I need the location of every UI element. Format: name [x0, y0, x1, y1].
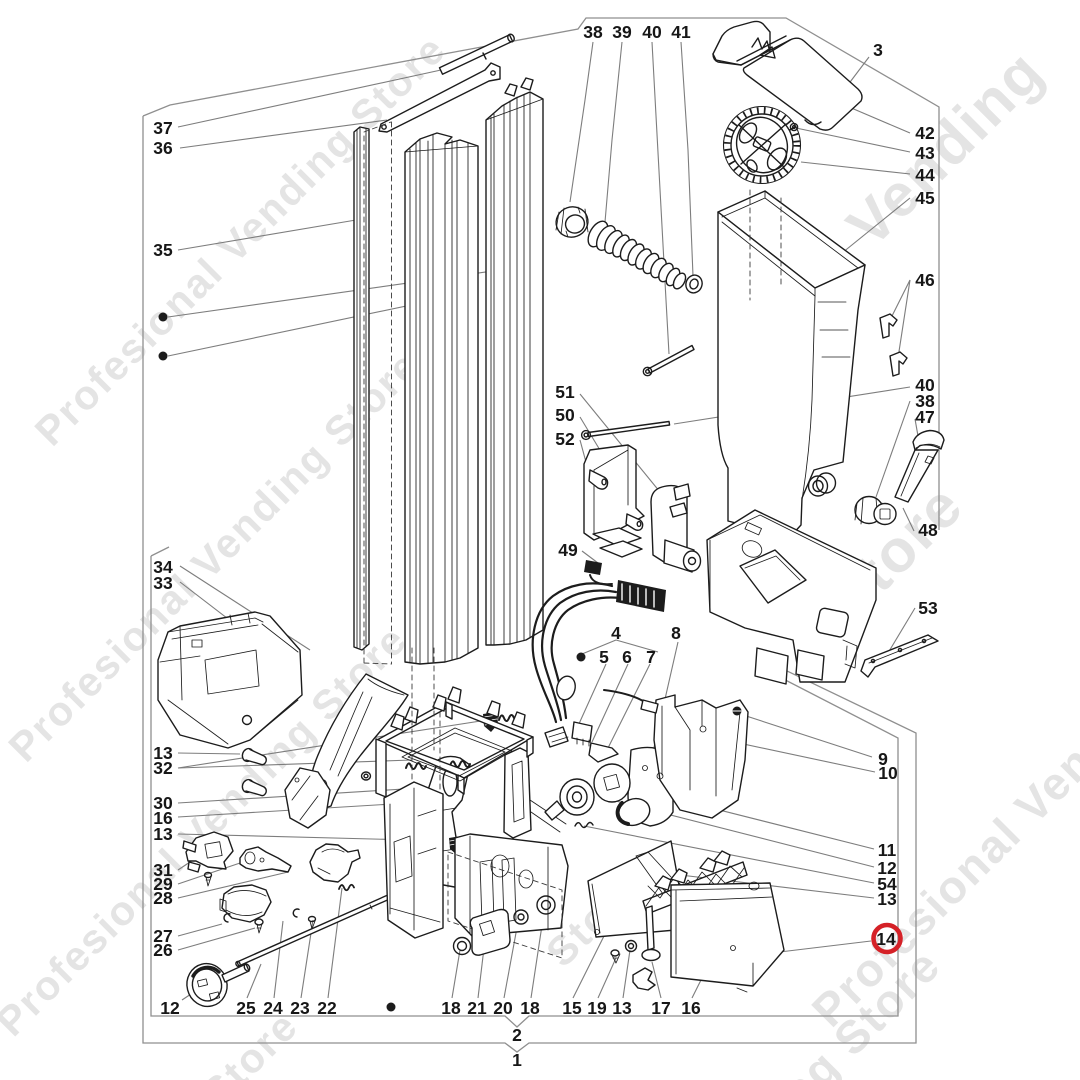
svg-text:32: 32	[153, 758, 173, 778]
svg-text:9: 9	[878, 749, 888, 769]
svg-text:22: 22	[317, 998, 337, 1018]
svg-text:8: 8	[671, 623, 681, 643]
svg-text:46: 46	[915, 270, 935, 290]
svg-text:12: 12	[877, 858, 897, 878]
svg-text:19: 19	[587, 998, 607, 1018]
svg-text:38: 38	[583, 22, 603, 42]
svg-text:33: 33	[153, 573, 173, 593]
svg-text:14: 14	[876, 929, 896, 949]
svg-text:6: 6	[622, 647, 632, 667]
svg-text:41: 41	[671, 22, 691, 42]
svg-text:29: 29	[153, 874, 173, 894]
svg-text:50: 50	[555, 405, 575, 425]
svg-text:12: 12	[160, 998, 180, 1018]
svg-text:20: 20	[493, 998, 513, 1018]
svg-text:49: 49	[558, 540, 578, 560]
svg-text:23: 23	[290, 998, 310, 1018]
svg-text:1: 1	[512, 1050, 522, 1070]
svg-text:30: 30	[153, 793, 173, 813]
svg-text:16: 16	[681, 998, 701, 1018]
svg-text:25: 25	[236, 998, 256, 1018]
svg-text:40: 40	[642, 22, 662, 42]
svg-text:36: 36	[153, 138, 173, 158]
svg-text:26: 26	[153, 940, 173, 960]
svg-text:7: 7	[646, 647, 656, 667]
svg-text:52: 52	[555, 429, 575, 449]
svg-text:13: 13	[153, 824, 173, 844]
svg-text:35: 35	[153, 240, 173, 260]
svg-text:51: 51	[555, 382, 575, 402]
svg-text:37: 37	[153, 118, 172, 138]
svg-text:38: 38	[915, 391, 935, 411]
svg-text:21: 21	[467, 998, 487, 1018]
svg-text:18: 18	[520, 998, 540, 1018]
svg-text:40: 40	[915, 375, 935, 395]
svg-text:5: 5	[599, 647, 609, 667]
svg-text:11: 11	[878, 840, 897, 860]
svg-text:39: 39	[612, 22, 632, 42]
svg-text:24: 24	[263, 998, 283, 1018]
svg-text:54: 54	[877, 874, 897, 894]
svg-text:45: 45	[915, 188, 935, 208]
svg-text:48: 48	[918, 520, 938, 540]
svg-text:13: 13	[612, 998, 632, 1018]
svg-text:10: 10	[878, 763, 898, 783]
svg-text:27: 27	[153, 926, 172, 946]
svg-text:28: 28	[153, 888, 173, 908]
svg-text:42: 42	[915, 123, 935, 143]
svg-text:16: 16	[153, 808, 173, 828]
svg-text:13: 13	[153, 743, 173, 763]
svg-text:34: 34	[153, 557, 173, 577]
svg-text:47: 47	[915, 407, 934, 427]
svg-text:44: 44	[915, 165, 935, 185]
svg-text:13: 13	[877, 889, 897, 909]
svg-text:53: 53	[918, 598, 938, 618]
svg-text:15: 15	[562, 998, 582, 1018]
svg-text:31: 31	[153, 860, 173, 880]
svg-text:2: 2	[512, 1025, 522, 1045]
svg-text:3: 3	[873, 40, 883, 60]
svg-text:4: 4	[611, 623, 621, 643]
svg-text:18: 18	[441, 998, 461, 1018]
svg-text:17: 17	[651, 998, 670, 1018]
svg-text:43: 43	[915, 143, 935, 163]
